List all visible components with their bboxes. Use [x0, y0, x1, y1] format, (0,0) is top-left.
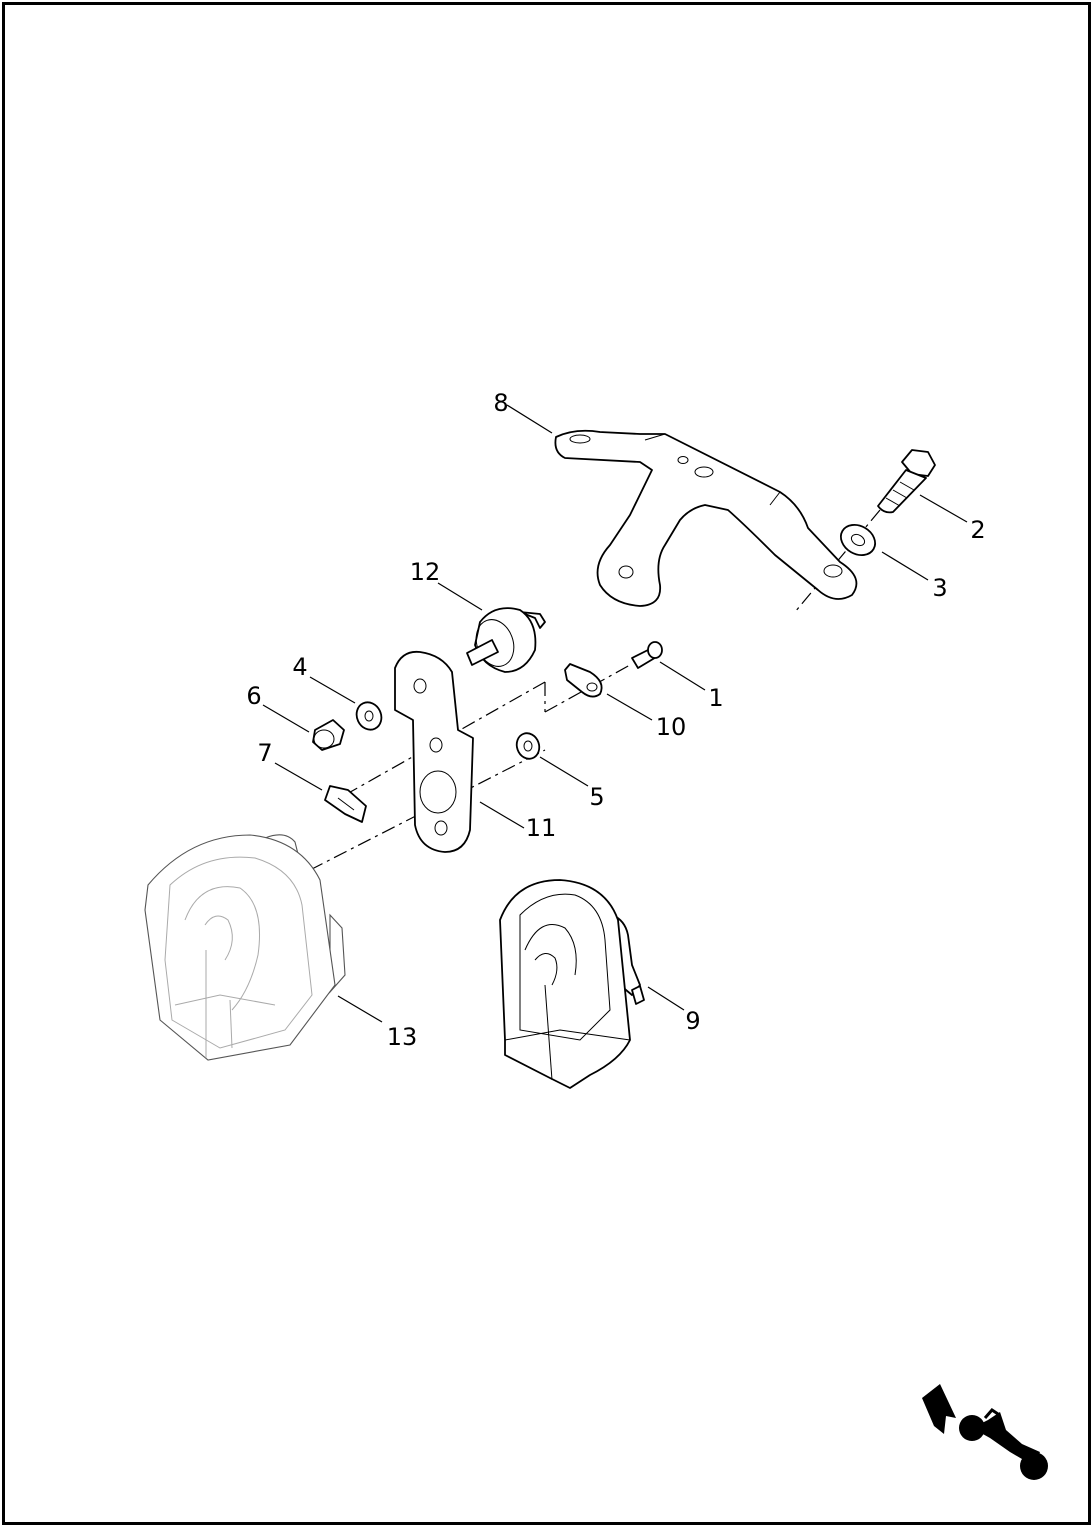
part-6-acorn-nut [312, 719, 345, 751]
callout-labels: 1 2 3 4 5 6 7 8 9 10 11 12 13 [246, 389, 985, 1051]
part-9-horn [499, 879, 645, 1089]
leader-lines [262, 404, 968, 1023]
front-direction-arrow-motorcycle-icon [922, 1384, 1048, 1480]
part-12-rubber-isolator [466, 607, 546, 673]
part-5-flange-nut [515, 732, 541, 760]
part-10-clip [564, 663, 603, 698]
callout-1: 1 [708, 684, 723, 712]
callout-6: 6 [246, 682, 261, 710]
part-11-horn-bracket-plate [394, 650, 474, 853]
part-13-horn-phantom [144, 834, 346, 1061]
callout-5: 5 [589, 783, 604, 811]
callout-9: 9 [685, 1007, 700, 1035]
part-1-screw [631, 641, 663, 669]
part-3-washer [840, 524, 876, 556]
callout-3: 3 [932, 574, 947, 602]
callout-10: 10 [656, 713, 687, 741]
callout-13: 13 [387, 1023, 418, 1051]
callout-2: 2 [970, 516, 985, 544]
callout-8: 8 [493, 389, 508, 417]
part-8-horn-mounting-bracket [554, 429, 858, 607]
part-7-speed-nut [324, 785, 367, 823]
callout-11: 11 [526, 814, 557, 842]
callout-7: 7 [257, 739, 272, 767]
part-2-bolt [877, 449, 936, 514]
part-4-washer [355, 701, 383, 731]
callout-12: 12 [410, 558, 441, 586]
callout-4: 4 [292, 653, 307, 681]
